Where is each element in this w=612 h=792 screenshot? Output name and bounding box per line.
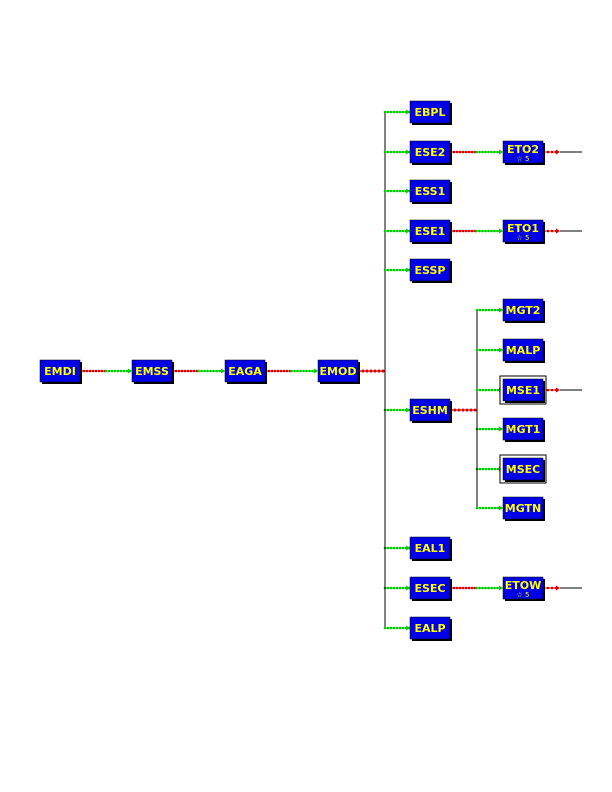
edge-ese2-eto2: [449, 149, 503, 155]
edge-emod-esec: [357, 369, 411, 591]
edge-emod-ess1: [357, 188, 411, 373]
node-label: MSEC: [506, 463, 540, 476]
edge-eaga-emod: [264, 368, 318, 374]
node-label: EMDI: [44, 365, 76, 378]
node-emdi[interactable]: EMDI: [39, 359, 82, 384]
node-label: ESEC: [414, 582, 445, 595]
edges-layer: [79, 109, 582, 631]
node-malp[interactable]: MALP: [502, 338, 545, 363]
continuation-etow: [542, 585, 582, 591]
node-label: MGT1: [506, 423, 541, 436]
node-label: EALP: [414, 622, 445, 635]
node-ealp[interactable]: EALP: [409, 616, 452, 641]
node-eshm[interactable]: ESHM: [409, 398, 452, 423]
node-label: ESS1: [415, 185, 446, 198]
node-eal1[interactable]: EAL1: [409, 536, 452, 561]
node-label: EAGA: [228, 365, 262, 378]
node-ess1[interactable]: ESS1: [409, 179, 452, 204]
edge-eshm-malp: [449, 347, 503, 412]
node-label: MGTN: [505, 502, 542, 515]
node-label: ESE1: [415, 225, 446, 238]
edge-emod-eshm: [357, 369, 411, 413]
node-label: EMOD: [320, 365, 357, 378]
edge-eshm-mgtn: [449, 408, 503, 511]
node-label: EMSS: [135, 365, 169, 378]
node-eto2[interactable]: ETO2☆ 5: [502, 140, 545, 165]
node-mgt2[interactable]: MGT2: [502, 298, 545, 323]
edge-emod-essp: [357, 267, 411, 373]
node-ese1[interactable]: ESE1: [409, 219, 452, 244]
node-mgt1[interactable]: MGT1: [502, 417, 545, 442]
node-ese2[interactable]: ESE2: [409, 140, 452, 165]
node-label: EAL1: [415, 542, 446, 555]
node-etow[interactable]: ETOW☆ 5: [502, 576, 545, 601]
edge-eshm-mgt1: [449, 408, 503, 432]
node-essp[interactable]: ESSP: [409, 258, 452, 283]
edge-emod-ealp: [357, 369, 411, 631]
node-sublabel: ☆ 5: [517, 234, 530, 242]
edge-emod-ebpl: [357, 109, 411, 373]
edge-ese1-eto1: [449, 228, 503, 234]
node-msec[interactable]: MSEC: [499, 454, 547, 484]
node-label: ETOW: [505, 579, 542, 592]
continuation-eto1: [542, 228, 582, 234]
node-emss[interactable]: EMSS: [131, 359, 174, 384]
edge-emdi-emss: [79, 368, 132, 374]
node-label: MSE1: [506, 384, 540, 397]
node-sublabel: ☆ 5: [517, 155, 530, 163]
node-emod[interactable]: EMOD: [317, 359, 360, 384]
continuation-eto2: [542, 149, 582, 155]
continuation-mse1: [542, 387, 582, 393]
edge-emod-eal1: [357, 369, 411, 551]
edge-emod-ese1: [357, 228, 411, 373]
node-label: ETO2: [507, 143, 539, 156]
node-eto1[interactable]: ETO1☆ 5: [502, 219, 545, 244]
node-label: ESSP: [415, 264, 446, 277]
node-label: ESE2: [415, 146, 446, 159]
edge-emod-ese2: [357, 149, 411, 373]
edge-eshm-msec: [449, 408, 503, 472]
node-ebpl[interactable]: EBPL: [409, 100, 452, 125]
node-label: ETO1: [507, 222, 539, 235]
node-label: MALP: [506, 344, 541, 357]
node-label: EBPL: [415, 106, 446, 119]
node-mgtn[interactable]: MGTN: [502, 496, 545, 521]
node-sublabel: ☆ 5: [517, 591, 530, 599]
node-label: MGT2: [506, 304, 541, 317]
edge-eshm-mgt2: [449, 307, 503, 412]
edge-emss-eaga: [171, 368, 225, 374]
node-esec[interactable]: ESEC: [409, 576, 452, 601]
node-label: ESHM: [412, 404, 448, 417]
node-mse1[interactable]: MSE1: [499, 375, 547, 405]
edge-eshm-mse1: [449, 387, 503, 412]
node-eaga[interactable]: EAGA: [224, 359, 267, 384]
edge-esec-etow: [449, 585, 503, 591]
